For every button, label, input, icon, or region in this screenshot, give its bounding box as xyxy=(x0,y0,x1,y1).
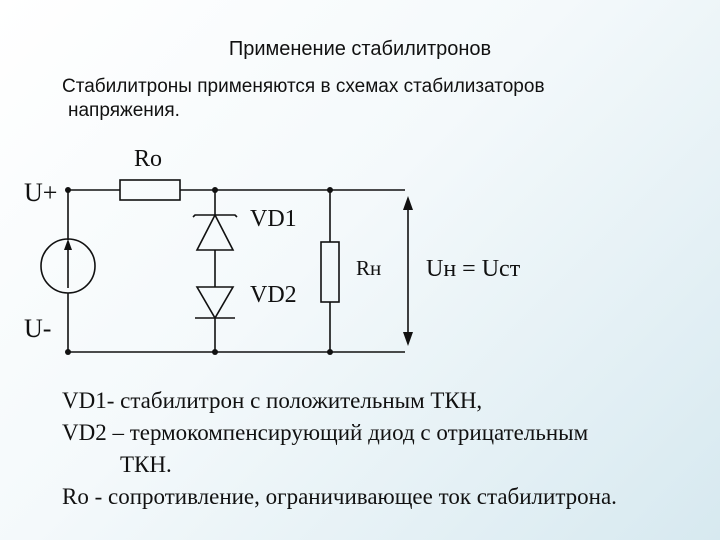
label-u-minus: U- xyxy=(24,314,52,343)
slide-title: Применение стабилитронов xyxy=(228,38,492,60)
load-resistor-rn xyxy=(320,241,340,303)
resistor-r0 xyxy=(119,179,181,201)
output-arrowhead-down xyxy=(403,332,413,346)
junction-top-load xyxy=(327,187,333,193)
intro-line-1: Стабилитроны применяются в схемах стабил… xyxy=(62,76,545,97)
junction-bottom-load xyxy=(327,349,333,355)
source-arrowhead xyxy=(64,239,72,250)
label-vd2: VD2 xyxy=(250,282,297,308)
junction-top-diode xyxy=(212,187,218,193)
label-r0: Ro xyxy=(134,146,163,172)
description-line-2: VD2 – термокомпенсирующий диод с отрицат… xyxy=(62,420,589,445)
description-line-1: VD1- стабилитрон с положительным ТКН, xyxy=(62,388,483,413)
label-output-voltage: Uн = Uст xyxy=(426,256,521,282)
terminal-u-plus xyxy=(65,187,71,193)
output-arrowhead-up xyxy=(403,196,413,210)
junction-bottom-diode xyxy=(212,349,218,355)
vd1-diode-symbol xyxy=(195,213,235,251)
label-vd1: VD1 xyxy=(250,206,297,232)
description-line-3: ТКН. xyxy=(120,452,172,477)
description-line-4: Ro - сопротивление, ограничивающее ток с… xyxy=(62,484,617,509)
vd2-diode-symbol xyxy=(195,286,235,320)
intro-line-2: напряжения. xyxy=(68,100,180,121)
label-rn: Rн xyxy=(356,256,382,280)
terminal-u-minus xyxy=(65,349,71,355)
label-u-plus: U+ xyxy=(24,178,58,207)
